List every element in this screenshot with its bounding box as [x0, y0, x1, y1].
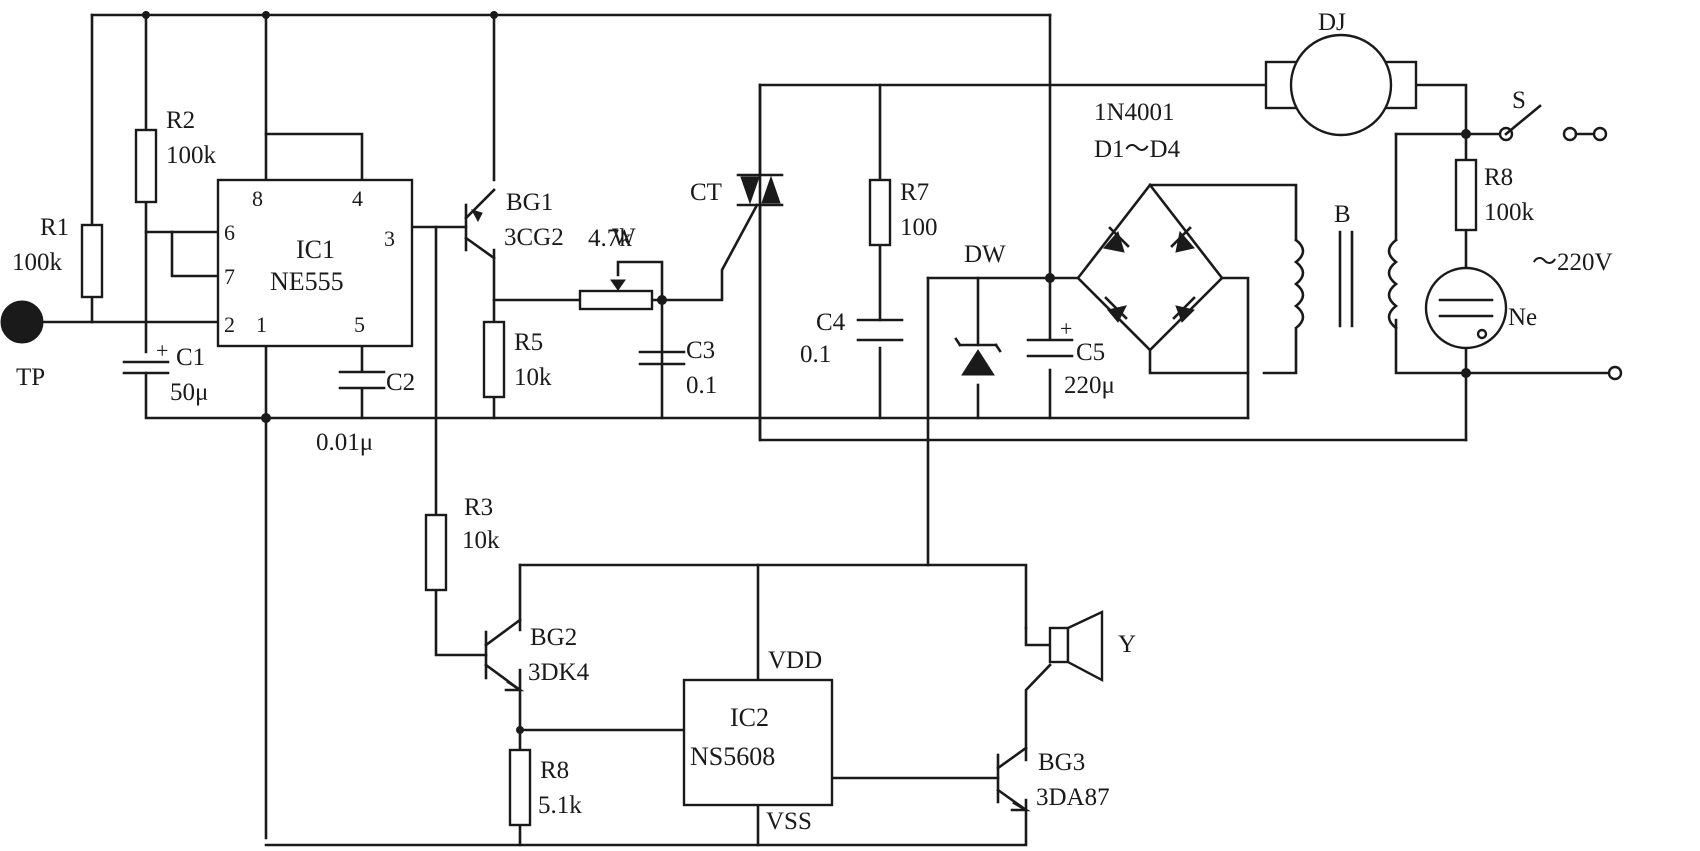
- r5-ref: R5: [514, 329, 543, 356]
- ic1-part: NE555: [270, 267, 344, 296]
- r8a-ref: R8: [1484, 164, 1513, 191]
- ic2-vdd: VDD: [768, 647, 822, 674]
- w-ref: W: [612, 224, 636, 251]
- ic1-pin-1: 1: [256, 312, 267, 337]
- bg3-ref: BG3: [1038, 749, 1085, 776]
- capacitor-c2: C2 0.01μ: [316, 369, 415, 456]
- bridge-rectifier: 1N4001 D1～D4: [1094, 99, 1196, 323]
- c4-ref: C4: [816, 309, 846, 336]
- r2-value: 100k: [166, 142, 217, 169]
- resistor-r1: R1 100k: [12, 214, 104, 299]
- bg1-ref: BG1: [506, 189, 553, 216]
- capacitor-c3: C3 0.1: [638, 337, 717, 399]
- resistor-r7: R7 100: [868, 178, 938, 247]
- c5-ref: C5: [1076, 339, 1105, 366]
- mains-label: ～220V: [1532, 249, 1613, 276]
- r8b-ref: R8: [540, 757, 569, 784]
- bridge-part: 1N4001: [1094, 99, 1175, 126]
- wires: [38, 13, 1612, 847]
- r5-value: 10k: [514, 364, 552, 391]
- bg1-part: 3CG2: [504, 224, 564, 251]
- b-label: B: [1334, 201, 1351, 228]
- tp-label: TP: [16, 364, 45, 391]
- c1-ref: C1: [176, 344, 205, 371]
- c1-value: 50μ: [170, 379, 208, 406]
- transistor-bg3: BG3 3DA87: [996, 746, 1110, 812]
- mains-input: ～220V: [1532, 249, 1623, 381]
- ic2-vss: VSS: [766, 808, 812, 835]
- zener-dw: DW: [954, 241, 1006, 376]
- triac-ct: CT: [690, 173, 784, 207]
- speaker-y: Y: [1024, 610, 1136, 682]
- c5-value: 220μ: [1064, 372, 1115, 399]
- ic1-pin-4: 4: [352, 186, 363, 211]
- r3-ref: R3: [464, 494, 493, 521]
- ic2-part: NS5608: [690, 742, 775, 771]
- r8a-value: 100k: [1484, 199, 1535, 226]
- switch-s: S: [1498, 87, 1608, 142]
- capacitor-c4: C4 0.1: [800, 309, 904, 368]
- svg-text:+: +: [1060, 316, 1072, 341]
- potentiometer-w: W 4.7k: [578, 224, 654, 311]
- r7-ref: R7: [900, 179, 929, 206]
- r7-value: 100: [900, 214, 938, 241]
- transformer-b: B: [1293, 201, 1399, 330]
- motor-dj: DJ: [1264, 9, 1418, 137]
- capacitor-c1: + C1 50μ: [122, 338, 208, 406]
- transistor-bg2: BG2 3DK4: [484, 618, 590, 692]
- ic1-ref: IC1: [296, 235, 335, 264]
- ct-label: CT: [690, 179, 722, 206]
- bridge-refs: D1～D4: [1094, 136, 1181, 163]
- transistor-bg1: BG1 3CG2: [464, 188, 564, 260]
- r2-ref: R2: [166, 107, 195, 134]
- ic1-pin-5: 5: [354, 312, 365, 337]
- r1-ref: R1: [40, 214, 69, 241]
- w-value: 4.7k: [588, 225, 632, 252]
- resistor-r3: R3 10k: [424, 494, 500, 592]
- ic1-ne555: 8 4 6 7 2 1 5 3 IC1 NE555: [216, 178, 414, 348]
- y-label: Y: [1118, 631, 1136, 658]
- s-label: S: [1512, 87, 1526, 114]
- c2-ref: C2: [386, 369, 415, 396]
- r3-value: 10k: [462, 527, 500, 554]
- ic2-ref: IC2: [730, 703, 769, 732]
- ic1-pin-7: 7: [224, 264, 235, 289]
- c3-ref: C3: [686, 337, 715, 364]
- r1-value: 100k: [12, 249, 63, 276]
- capacitor-c5: + C5 220μ: [1026, 316, 1115, 399]
- bg3-part: 3DA87: [1036, 784, 1110, 811]
- dw-label: DW: [964, 241, 1006, 268]
- resistor-r5: R5 10k: [482, 320, 552, 399]
- touch-plate-tp: TP: [0, 300, 45, 391]
- resistor-r2: R2 100k: [134, 107, 217, 204]
- ic1-pin-2: 2: [224, 312, 235, 337]
- c4-value: 0.1: [800, 341, 831, 368]
- ne-label: Ne: [1508, 304, 1537, 331]
- ic1-pin-6: 6: [224, 220, 235, 245]
- c2-value: 0.01μ: [316, 429, 373, 456]
- svg-text:+: +: [156, 338, 168, 363]
- neon-lamp-ne: Ne: [1424, 266, 1537, 350]
- resistor-r8-100k: R8 100k: [1454, 158, 1535, 232]
- ic1-pin-8: 8: [252, 186, 263, 211]
- junction-dots: [142, 11, 1471, 734]
- bg2-ref: BG2: [530, 624, 577, 651]
- bg2-part: 3DK4: [528, 659, 590, 686]
- c3-value: 0.1: [686, 372, 717, 399]
- r8b-value: 5.1k: [538, 792, 582, 819]
- ic2-ns5608: IC2 NS5608 VDD VSS: [682, 647, 834, 835]
- resistor-r8-5k1: R8 5.1k: [508, 748, 582, 827]
- dj-label: DJ: [1318, 9, 1346, 36]
- ic1-pin-3: 3: [384, 226, 395, 251]
